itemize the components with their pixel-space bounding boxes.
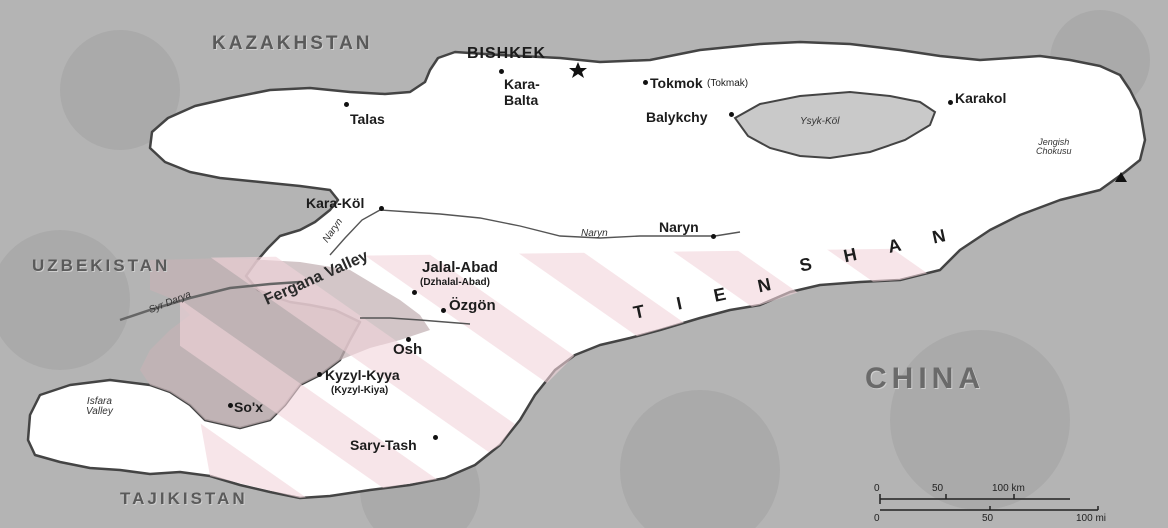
ysyk-kol-lake — [733, 90, 937, 160]
city-dot-talas — [344, 102, 349, 107]
label-sary-tash: Sary-Tash — [350, 437, 417, 453]
label-naryn: Naryn — [659, 219, 699, 235]
city-dot-kara-kol — [379, 206, 384, 211]
city-dot-tokmok — [643, 80, 648, 85]
city-dot-balykchy — [729, 112, 734, 117]
label-talas: Talas — [350, 111, 385, 127]
label-jalal-abad: Jalal-Abad — [422, 259, 498, 276]
label-kara-kol: Kara-Köl — [306, 195, 365, 211]
label-tokmok-alt: (Tokmak) — [707, 78, 749, 89]
label-ozgon: Özgön — [449, 297, 496, 314]
label-kyzyl-kyya-alt: (Kyzyl-Kiya) — [331, 385, 389, 396]
city-dot-naryn — [711, 234, 716, 239]
city-dot-sary-tash — [433, 435, 438, 440]
scale-mi-100: 100 mi — [1076, 513, 1107, 524]
label-uzbekistan: UZBEKISTAN — [32, 256, 171, 275]
label-china: CHINA — [865, 362, 985, 395]
capital-star — [569, 62, 587, 78]
city-dot-kyzyl-kyya — [317, 372, 322, 377]
syr-darya-river — [119, 280, 301, 322]
label-kazakhstan: KAZAKHSTAN — [212, 33, 373, 54]
scale-km-50: 50 — [932, 483, 944, 494]
kara-darya-river — [360, 317, 471, 325]
scale-bar — [879, 494, 1099, 511]
scale-km-0: 0 — [874, 483, 880, 494]
highlight-bands — [180, 248, 960, 498]
label-karakol: Karakol — [955, 90, 1007, 106]
label-balykchy: Balykchy — [646, 109, 708, 125]
label-isfara-valley: Isfara Valley — [86, 396, 113, 417]
city-dot-karakol — [948, 100, 953, 105]
peak-marker — [1115, 172, 1127, 182]
label-tajikistan: TAJIKISTAN — [120, 489, 248, 508]
city-dot-ozgon — [441, 308, 446, 313]
label-kara-balta: Kara- Balta — [504, 76, 540, 109]
naryn-river — [329, 209, 741, 256]
label-naryn-river-east: Naryn — [581, 228, 608, 239]
label-ysyk-kol: Ysyk-Köl — [800, 116, 840, 127]
label-jalal-abad-alt: (Dzhalal-Abad) — [420, 277, 490, 288]
scale-mi-0: 0 — [874, 513, 880, 524]
label-bishkek: BISHKEK — [467, 45, 547, 62]
label-osh: Osh — [393, 341, 423, 358]
label-kyzyl-kyya: Kyzyl-Kyya — [325, 367, 400, 383]
city-dot-osh — [406, 337, 411, 342]
scale-km-100: 100 km — [992, 483, 1025, 494]
scale-mi-50: 50 — [982, 513, 994, 524]
label-jengish-chokusu: Jengish Chokusu — [1036, 137, 1072, 156]
label-sox: So'x — [234, 399, 264, 415]
label-tokmok: Tokmok — [650, 75, 703, 91]
city-dot-sox — [228, 403, 233, 408]
city-dot-jalal-abad — [412, 290, 417, 295]
city-dot-kara-balta — [499, 69, 504, 74]
